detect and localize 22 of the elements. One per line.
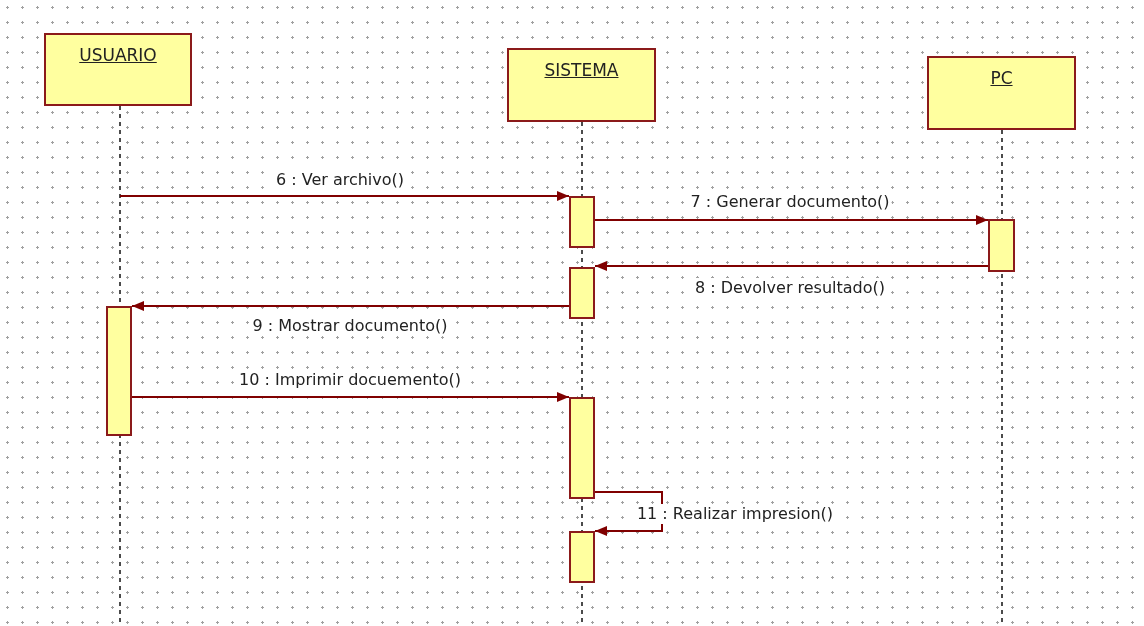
message-label: 9 : Mostrar documento() [250,316,450,336]
message-arrow [594,215,989,225]
activation-bar [569,397,595,499]
participant-name: PC [990,67,1013,90]
participant-name: USUARIO [79,44,157,67]
participant-name: SISTEMA [544,59,619,82]
message-arrow [131,301,570,311]
participant-box [927,56,1076,130]
message-label: 11 : Realizar impresion() [634,504,836,524]
activation-bar [569,267,595,319]
message-arrow [594,261,989,271]
message-arrow [594,491,663,536]
activation-bar [988,219,1015,272]
activation-bar [569,531,595,583]
participant-box [44,33,192,106]
message-label: 10 : Imprimir docuemento() [237,370,463,390]
message-arrow [119,191,570,201]
participant-box [507,48,656,122]
activation-bar [569,196,595,248]
message-label: 7 : Generar documento() [688,192,892,212]
activation-bar [106,306,132,436]
message-arrow [131,392,570,402]
